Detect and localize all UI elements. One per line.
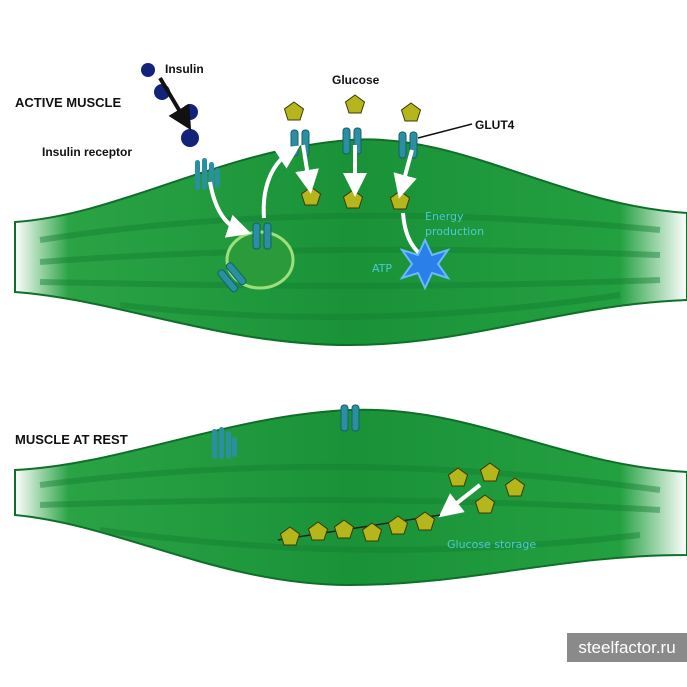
active-muscle-heading: ACTIVE MUSCLE xyxy=(15,95,122,110)
energy-production-label-line2: production xyxy=(425,225,484,238)
glucose-storage-label: Glucose storage xyxy=(447,538,536,551)
active-muscle-cell xyxy=(14,138,687,347)
resting-muscle-cell xyxy=(14,408,687,587)
atp-star-icon xyxy=(399,237,451,291)
energy-production-label: Energy xyxy=(425,210,464,223)
watermark: steelfactor.ru xyxy=(567,633,687,662)
muscle-at-rest-heading: MUSCLE AT REST xyxy=(15,432,128,447)
insulin-receptor-label: Insulin receptor xyxy=(42,145,132,159)
glut4-pointer-line xyxy=(417,123,473,139)
flow-arrows xyxy=(208,144,482,518)
insulin-molecules xyxy=(141,63,199,147)
muscle-fibers xyxy=(39,212,661,320)
glycogen-chain xyxy=(277,462,525,546)
muscle-fibers xyxy=(39,463,661,553)
glucose-label: Glucose xyxy=(332,73,380,87)
insulin-label: Insulin xyxy=(165,62,204,76)
atp-label: ATP xyxy=(372,262,392,275)
insulin-arrow xyxy=(158,76,192,131)
glut4-label: GLUT4 xyxy=(475,118,515,132)
